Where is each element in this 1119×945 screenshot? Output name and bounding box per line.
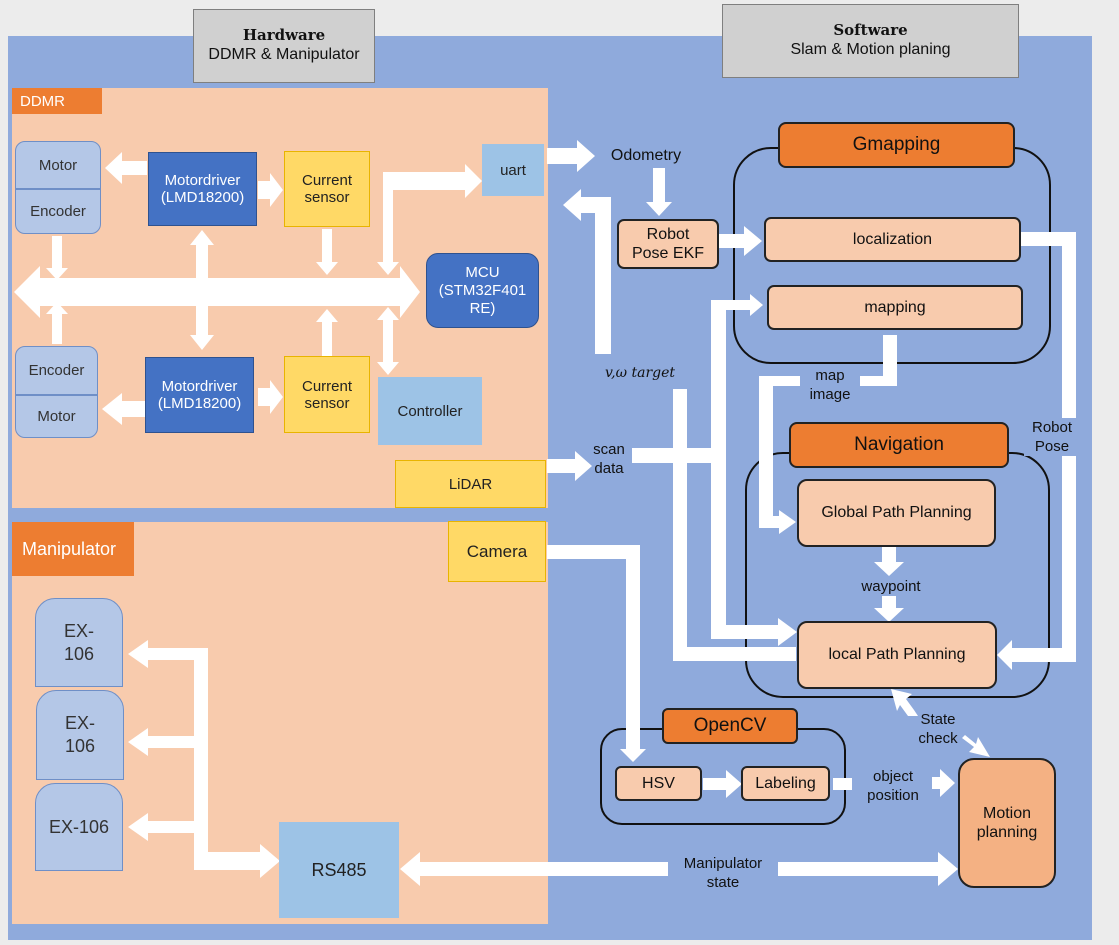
- gmapping-title: Gmapping: [778, 122, 1015, 168]
- motordriver-bottom: Motordriver (LMD18200): [145, 357, 254, 433]
- object-position-label: object position: [867, 768, 919, 804]
- motor-top: Motor: [15, 141, 101, 189]
- ex106-servo-3: EX-106: [35, 783, 123, 871]
- software-title: Software: [833, 21, 908, 39]
- hsv-box: HSV: [615, 766, 702, 801]
- ex106-servo-1: EX- 106: [35, 598, 123, 687]
- waypoint-label: waypoint: [861, 578, 921, 595]
- encoder-bottom: Encoder: [15, 346, 98, 395]
- camera-box: Camera: [448, 521, 546, 582]
- hardware-subtitle: DDMR & Manipulator: [208, 46, 360, 63]
- motor-bottom: Motor: [15, 395, 98, 438]
- state-check-label: State check: [918, 711, 958, 747]
- manipulator-label: Manipulator: [12, 522, 134, 576]
- encoder-top: Encoder: [15, 189, 101, 234]
- mapping-box: mapping: [767, 285, 1023, 330]
- motordriver-top: Motordriver (LMD18200): [148, 152, 257, 226]
- manipulator-state-label: Manipulator state: [668, 854, 778, 892]
- scan-data-label: scan data: [593, 441, 625, 477]
- motion-planning-box: Motion planning: [958, 758, 1056, 888]
- lidar-box: LiDAR: [395, 460, 546, 508]
- local-path-planning-box: local Path Planning: [797, 621, 997, 689]
- navigation-title: Navigation: [789, 422, 1009, 468]
- vw-target-label: v,ω target: [604, 365, 676, 381]
- current-sensor-top: Current sensor: [284, 151, 370, 227]
- robot-pose-label: Robot Pose: [1024, 418, 1080, 456]
- software-subtitle: Slam & Motion planing: [790, 41, 951, 58]
- global-path-planning-box: Global Path Planning: [797, 479, 996, 547]
- map-image-label: map image: [800, 366, 860, 404]
- hardware-title: Hardware: [242, 26, 326, 44]
- ex106-servo-2: EX- 106: [36, 690, 124, 780]
- odometry-label: Odometry: [610, 147, 682, 164]
- controller-box: Controller: [378, 377, 482, 445]
- localization-box: localization: [764, 217, 1021, 262]
- hardware-header: Hardware DDMR & Manipulator: [193, 9, 375, 83]
- ddmr-label: DDMR: [12, 88, 102, 114]
- current-sensor-bottom: Current sensor: [284, 356, 370, 433]
- opencv-title: OpenCV: [662, 708, 798, 744]
- software-header: Software Slam & Motion planing: [722, 4, 1019, 78]
- robot-pose-ekf: Robot Pose EKF: [617, 219, 719, 269]
- mcu-box: MCU (STM32F401 RE): [426, 253, 539, 328]
- uart-box: uart: [482, 144, 544, 196]
- labeling-box: Labeling: [741, 766, 830, 801]
- rs485-box: RS485: [279, 822, 399, 918]
